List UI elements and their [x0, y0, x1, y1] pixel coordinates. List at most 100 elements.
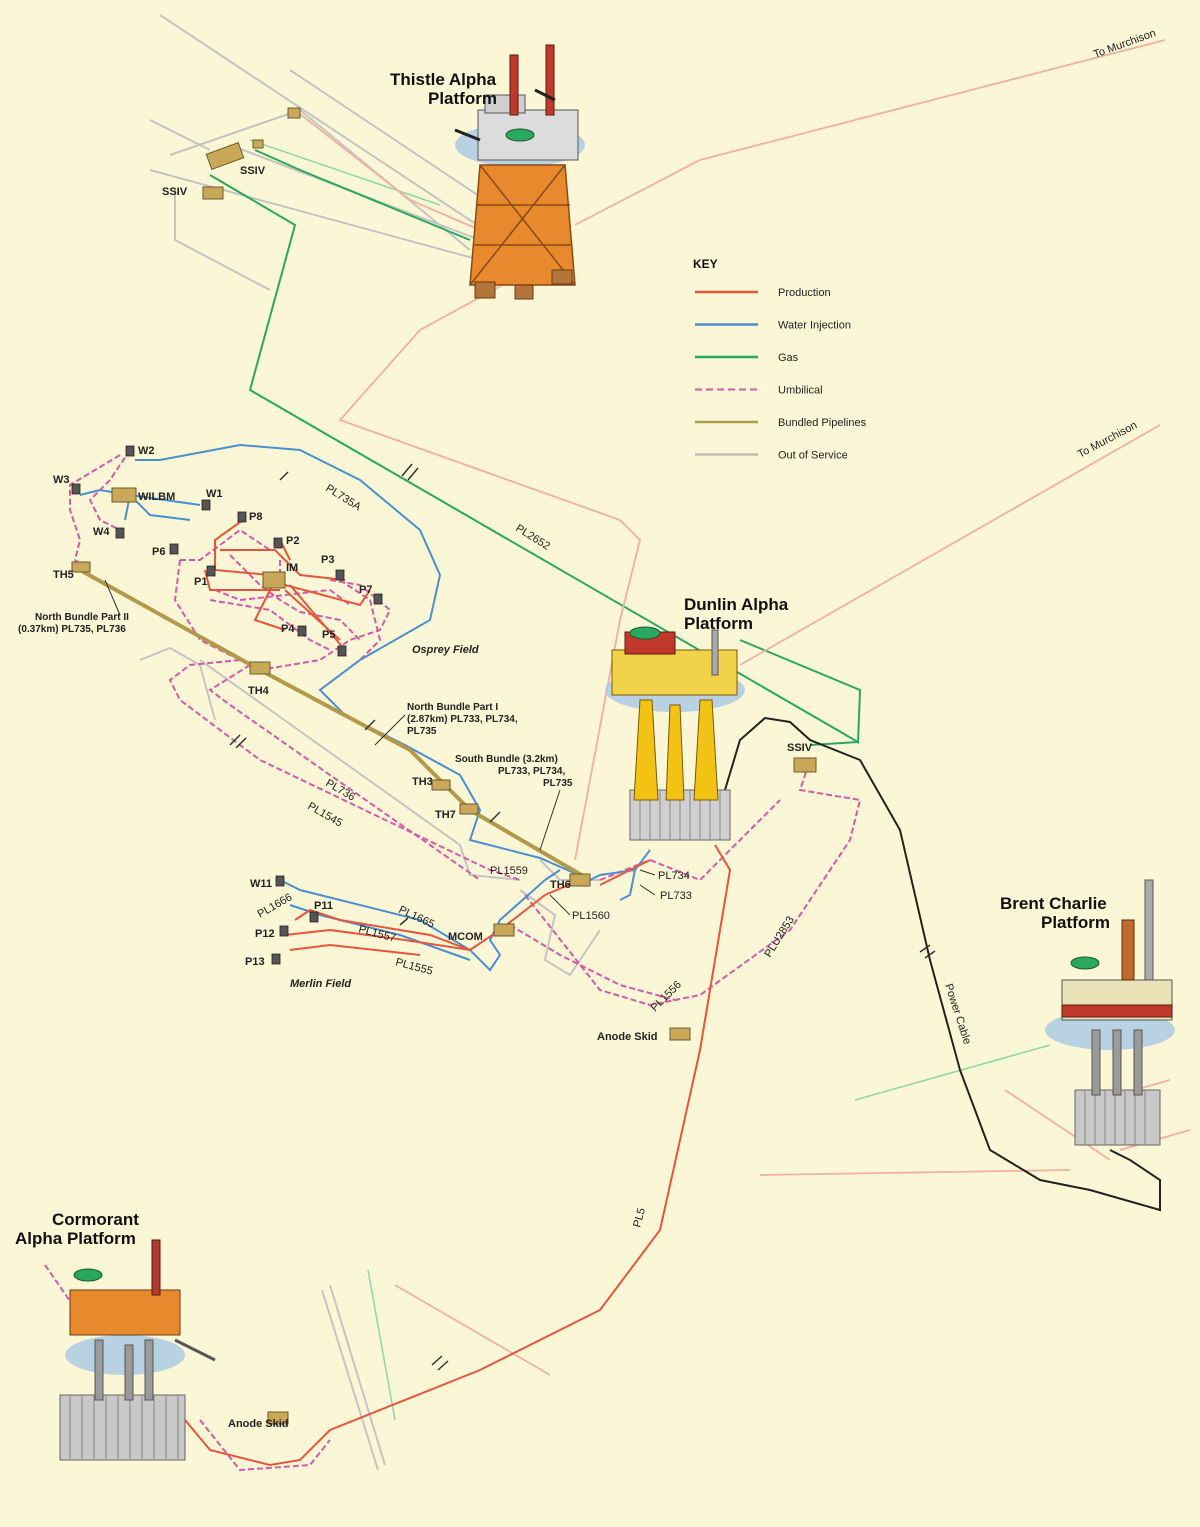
label-anode-skid: Anode Skid	[228, 1418, 289, 1430]
wellheads	[71, 445, 383, 965]
label-pl734: PL734	[658, 870, 690, 882]
legend-label: Water Injection	[778, 320, 851, 332]
th5-structure	[71, 561, 91, 573]
label-pl1560: PL1560	[572, 910, 610, 922]
label-plu2853: PLU2853	[762, 914, 796, 959]
wellhead-p5	[337, 645, 347, 657]
bundled-pipelines	[79, 568, 592, 882]
wellhead-w4	[115, 527, 125, 539]
legend-label: Umbilical	[778, 385, 823, 397]
im-structure	[262, 571, 286, 589]
brent-title-line2: Platform	[1041, 913, 1110, 932]
label-p3: P3	[321, 554, 334, 566]
label-th4: TH4	[248, 685, 270, 697]
label-south-bundle-detail: PL733, PL734,	[498, 766, 565, 777]
dunlin-alpha-platform-illustration	[605, 626, 745, 841]
label-p7: P7	[359, 584, 372, 596]
label-anode-skid: Anode Skid	[597, 1031, 658, 1043]
label-w1: W1	[206, 488, 223, 500]
label-merlin-field: Merlin Field	[290, 978, 351, 990]
wellhead-w1	[201, 499, 211, 511]
label-pl2652: PL2652	[513, 522, 552, 552]
th4-structure	[249, 661, 271, 675]
production-lines	[184, 519, 732, 1467]
label-p13: P13	[245, 956, 265, 968]
label-north-bundle-ii-detail: (0.37km) PL735, PL736	[18, 624, 126, 635]
label-north-bundle-ii-title: North Bundle Part II	[35, 612, 129, 623]
label-p5: P5	[322, 629, 335, 641]
th3-structure	[431, 779, 451, 791]
label-p1: P1	[194, 576, 207, 588]
wellhead-w3	[71, 483, 81, 495]
label-pl733: PL733	[660, 890, 692, 902]
subsea-module	[252, 139, 264, 149]
legend-title: KEY	[693, 257, 718, 271]
ssiv-structure	[205, 142, 245, 170]
cormorant-title-line1: Cormorant	[52, 1210, 139, 1229]
label-south-bundle-detail: PL735	[543, 778, 573, 789]
label-ssiv: SSIV	[787, 742, 813, 754]
th7-structure	[459, 803, 479, 815]
cormorant-alpha-platform-illustration	[59, 1239, 216, 1461]
label-th7: TH7	[435, 809, 456, 821]
label-w3: W3	[53, 474, 70, 486]
anode-skid	[267, 1411, 289, 1425]
wellhead-w2	[125, 445, 135, 457]
power-cable-line	[724, 716, 1161, 1212]
platform-titles: Thistle Alpha Platform Dunlin Alpha Plat…	[15, 70, 1110, 1248]
wellhead-p8	[237, 511, 247, 523]
th6-structure	[569, 873, 591, 887]
label-power-cable: Power Cable	[942, 982, 973, 1046]
label-mcom: MCOM	[448, 931, 483, 943]
leader-lines	[104, 579, 656, 916]
wellhead-p13	[271, 953, 281, 965]
label-osprey-field: Osprey Field	[412, 644, 479, 656]
label-p12: P12	[255, 928, 275, 940]
label-pl1665: PL1665	[397, 904, 436, 931]
label-pl1559: PL1559	[490, 865, 528, 877]
label-pl735a: PL735A	[323, 482, 363, 513]
label-south-bundle-title: South Bundle (3.2km)	[455, 754, 558, 765]
label-pl1555: PL1555	[394, 956, 434, 977]
label-th5: TH5	[53, 569, 74, 581]
label-pl1545: PL1545	[306, 800, 345, 829]
legend-label: Gas	[778, 352, 799, 364]
wellhead-w11	[275, 875, 285, 887]
label-ssiv: SSIV	[240, 165, 266, 177]
mcom-structure	[493, 923, 515, 937]
gas-lines	[209, 149, 862, 746]
legend-label: Out of Service	[778, 450, 848, 462]
wellhead-p1	[206, 565, 216, 577]
cormorant-title-line2: Alpha Platform	[15, 1229, 136, 1248]
thistle-title-line1: Thistle Alpha	[390, 70, 497, 89]
thistle-alpha-platform-illustration	[454, 44, 585, 300]
label-p2: P2	[286, 535, 299, 547]
label-north-bundle-i-title: North Bundle Part I	[407, 702, 498, 713]
wellhead-p11	[309, 911, 319, 923]
label-pl1666: PL1666	[256, 891, 295, 920]
wellhead-p6	[169, 543, 179, 555]
subsea-structures	[71, 107, 817, 1425]
gas-lines-faint	[249, 139, 1051, 1421]
water-injection-lines	[79, 443, 651, 972]
anode-skid	[669, 1027, 691, 1041]
label-ssiv: SSIV	[162, 186, 188, 198]
label-w2: W2	[138, 445, 155, 457]
label-p8: P8	[249, 511, 262, 523]
label-p11: P11	[314, 900, 333, 912]
map-labels: To Murchison To Murchison SSIV SSIV SSIV…	[18, 27, 1158, 1430]
label-pl1556: PL1556	[649, 979, 684, 1014]
line-break-marks	[229, 463, 936, 1371]
wellhead-p7	[373, 593, 383, 605]
label-north-bundle-i-detail: (2.87km) PL733, PL734,	[407, 714, 518, 725]
label-th3: TH3	[412, 776, 433, 788]
label-w11: W11	[250, 878, 272, 890]
ssiv-structure	[202, 186, 224, 200]
wilbm-structure	[111, 487, 137, 503]
thistle-title-line2: Platform	[428, 89, 497, 108]
brent-charlie-platform-illustration	[1045, 879, 1175, 1146]
label-pl736: PL736	[324, 777, 358, 803]
